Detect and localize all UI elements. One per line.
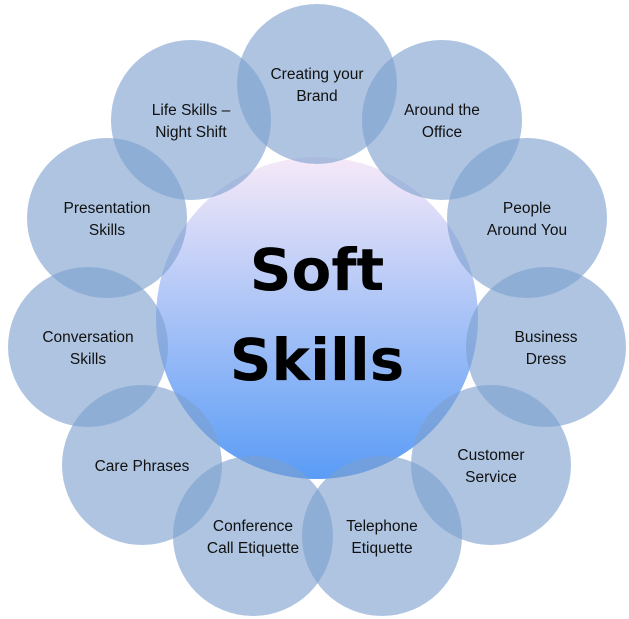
topic-label: Business <box>515 329 578 346</box>
topic-label: Around You <box>487 222 567 239</box>
topic-label: Presentation <box>63 200 150 217</box>
topic-label: Service <box>465 469 517 486</box>
topic-label: Skills <box>89 222 125 239</box>
center-title-line2: Skills <box>230 326 405 394</box>
topic-label: Call Etiquette <box>207 540 299 557</box>
topic-label: Night Shift <box>155 124 227 141</box>
topic-label: Telephone <box>346 518 418 535</box>
topic-label: Etiquette <box>351 540 412 557</box>
center-title-line1: Soft <box>250 236 385 304</box>
topic-circle <box>447 138 607 298</box>
topic-label: Conference <box>213 518 293 535</box>
topic-circle <box>111 40 271 200</box>
topic-label: Dress <box>526 351 567 368</box>
topic-circle <box>302 456 462 616</box>
topic-label: Office <box>422 124 462 141</box>
topic-label: Conversation <box>42 329 133 346</box>
topic-label: Creating your <box>270 66 363 83</box>
topic-label: Around the <box>404 102 480 119</box>
topic-label: Skills <box>70 351 106 368</box>
topic-label: People <box>503 200 551 217</box>
topic-label: Brand <box>296 88 337 105</box>
topic-circle <box>237 4 397 164</box>
topic-label: Customer <box>457 447 524 464</box>
topic-circle <box>8 267 168 427</box>
center-circle <box>156 157 478 479</box>
topic-label: Life Skills – <box>152 102 231 119</box>
topic-label: Care Phrases <box>95 458 190 475</box>
